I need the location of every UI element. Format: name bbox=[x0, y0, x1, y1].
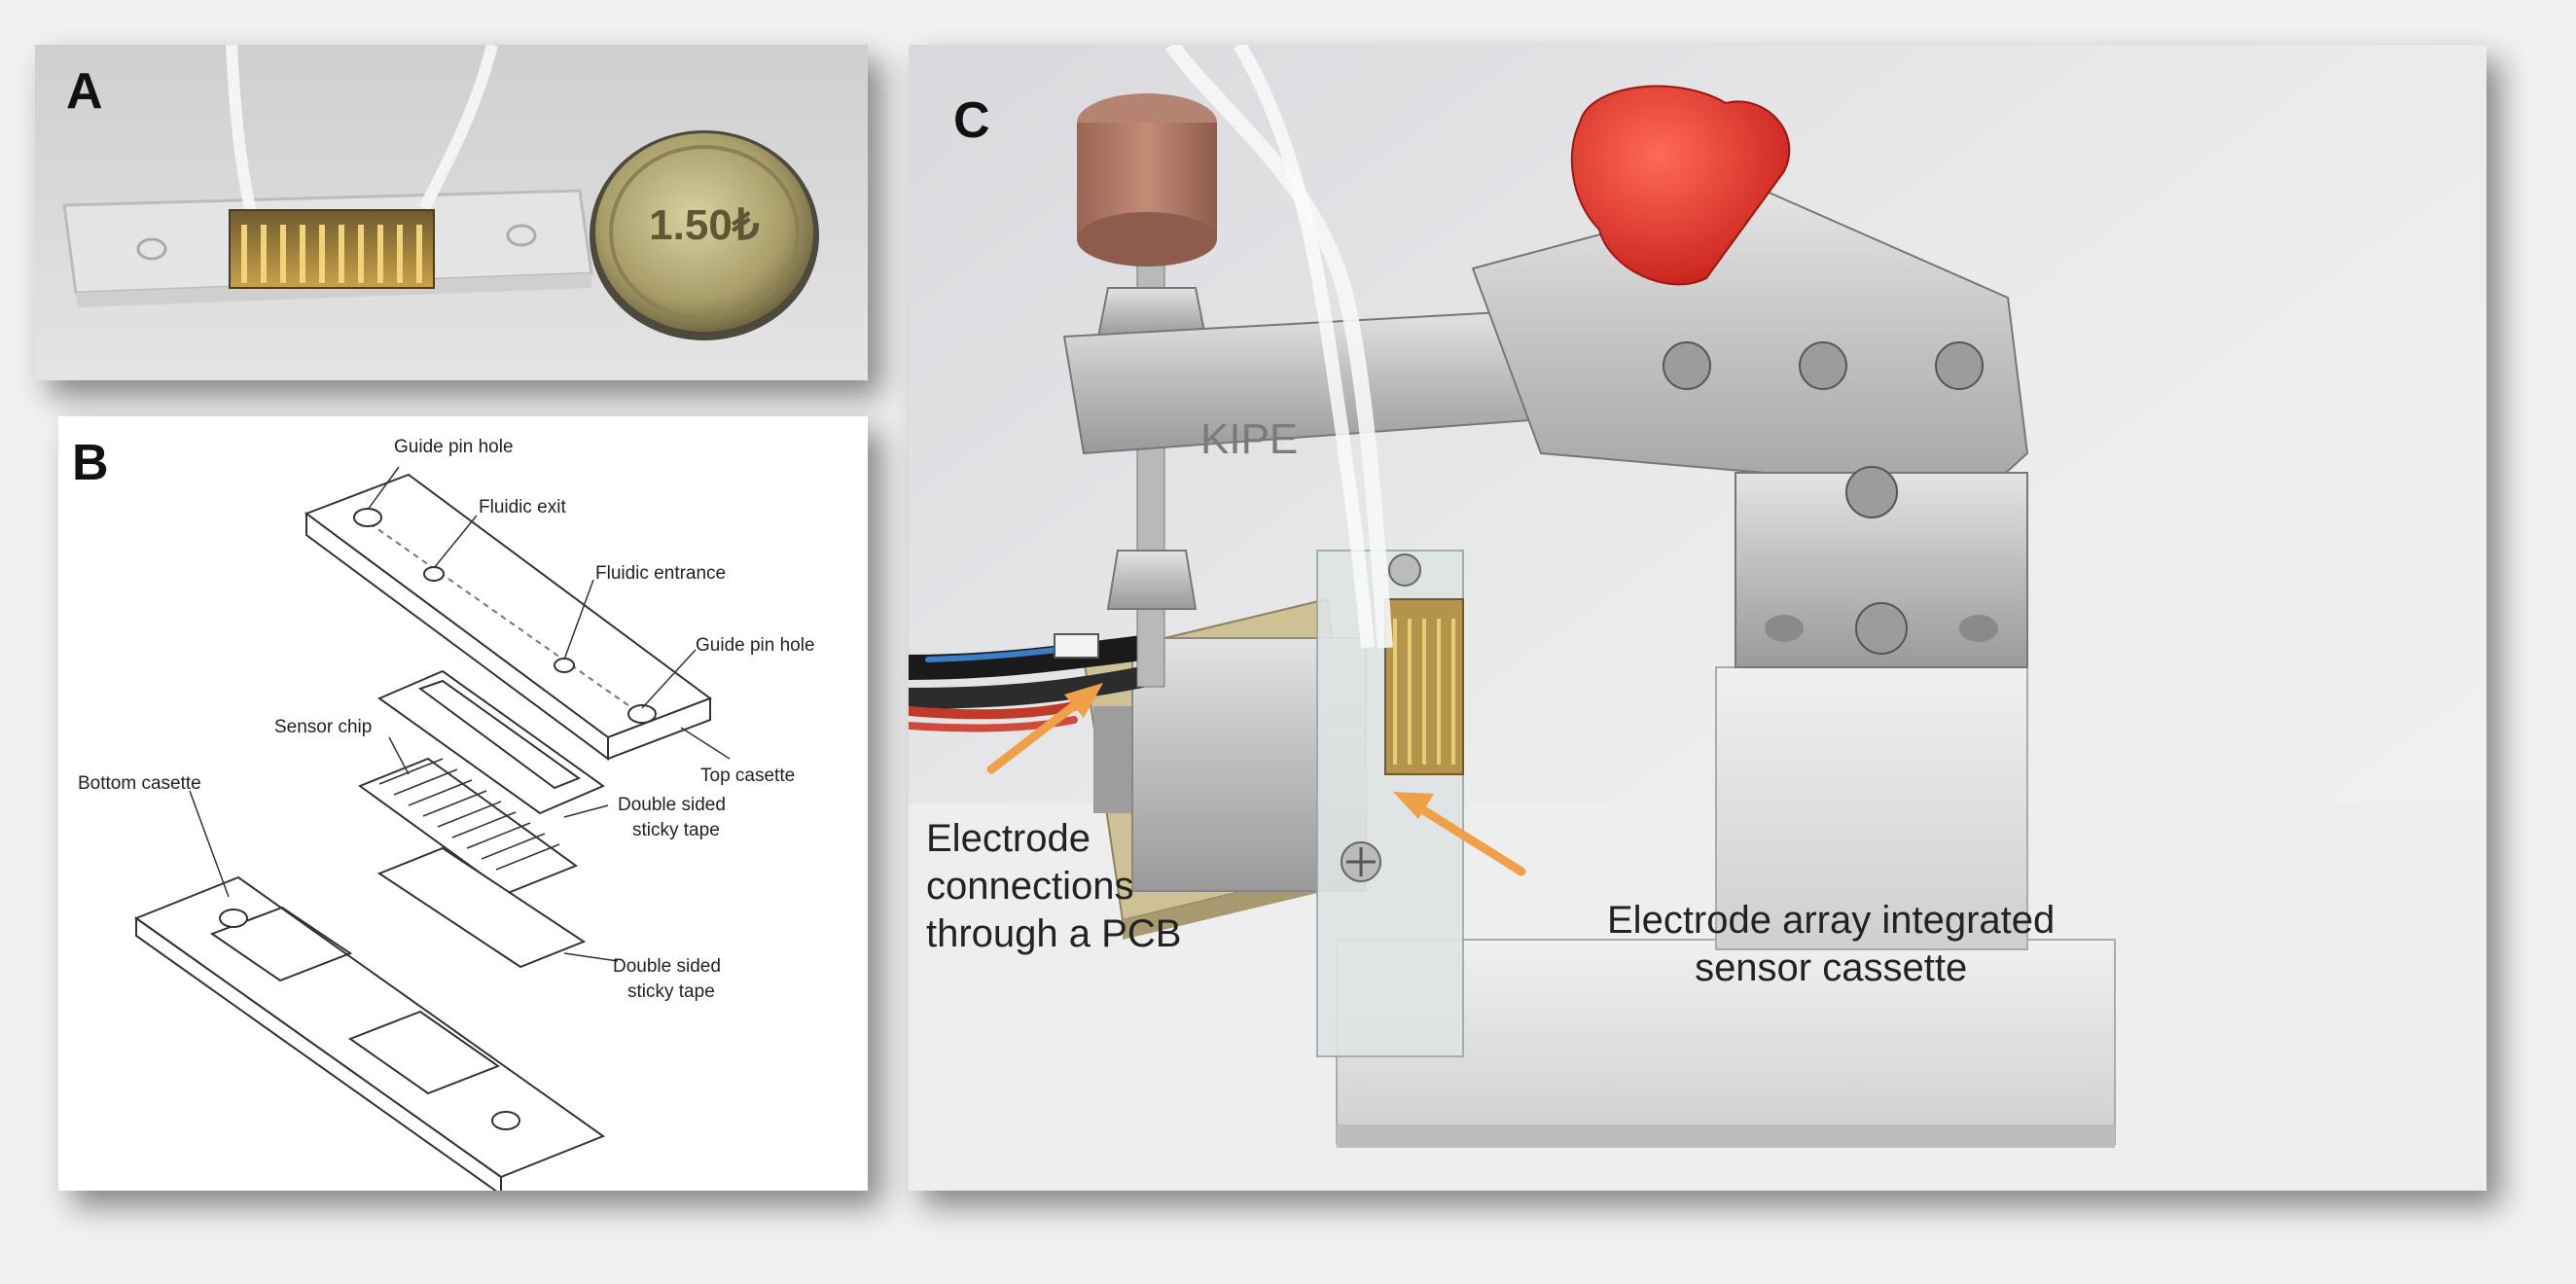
label-tape-upper-line2: sticky tape bbox=[632, 820, 720, 840]
red-clamp-handle bbox=[1570, 85, 1791, 286]
panel-letter-b: B bbox=[72, 435, 109, 491]
clamp-engraving: KIPE bbox=[1200, 415, 1298, 463]
panel-c-illustration: KIPE bbox=[909, 45, 2487, 1191]
panel-a-illustration: 1.50₺ bbox=[35, 45, 868, 380]
callout-right-line2: sensor cassette bbox=[1695, 945, 1968, 989]
callout-arrows bbox=[986, 683, 1526, 876]
electrode-cables bbox=[909, 633, 1155, 732]
sensor-chip bbox=[229, 209, 435, 289]
panel-b-diagram: B Guide pin hole Fluidic exit Fluidic en… bbox=[58, 416, 868, 1191]
label-guide-pin-hole-top: Guide pin hole bbox=[394, 437, 514, 457]
label-tape-lower-line2: sticky tape bbox=[627, 981, 715, 1002]
label-sensor-chip: Sensor chip bbox=[274, 717, 373, 737]
panel-c-photo: KIPE C bbox=[909, 45, 2487, 1191]
coin-denomination: 1.50₺ bbox=[649, 201, 760, 249]
label-fluidic-entrance: Fluidic entrance bbox=[595, 563, 727, 584]
label-tape-upper-line1: Double sided bbox=[618, 795, 726, 815]
fluidic-tubes bbox=[1164, 45, 1393, 649]
callout-left-line3: through a PCB bbox=[926, 911, 1182, 955]
sensor-cassette bbox=[1316, 550, 1464, 1057]
label-guide-pin-hole-right: Guide pin hole bbox=[696, 635, 815, 656]
panel-letter-c: C bbox=[953, 92, 990, 149]
callout-left-line2: connections bbox=[926, 864, 1134, 908]
label-fluidic-exit: Fluidic exit bbox=[479, 497, 566, 517]
callout-right-line1: Electrode array integrated bbox=[1607, 899, 2056, 942]
panel-letter-a: A bbox=[66, 63, 103, 120]
label-top-casette: Top casette bbox=[700, 766, 796, 786]
cork-knob bbox=[1077, 93, 1217, 267]
panel-a-photo: 1.50₺ A bbox=[35, 45, 868, 380]
exploded-assembly-diagram bbox=[133, 466, 731, 1191]
callout-left-line1: Electrode bbox=[926, 817, 1091, 860]
callout-sensor-cassette: Electrode array integrated sensor casset… bbox=[1607, 897, 2055, 992]
right-support-block bbox=[1715, 666, 2028, 950]
callout-electrode-connections: Electrode connections through a PCB bbox=[926, 815, 1181, 957]
base-block bbox=[1336, 939, 2116, 1148]
label-bottom-casette: Bottom casette bbox=[78, 773, 201, 794]
coin: 1.50₺ bbox=[590, 130, 819, 340]
toggle-clamp-body bbox=[1471, 189, 2029, 668]
label-tape-lower-line1: Double sided bbox=[613, 956, 721, 977]
